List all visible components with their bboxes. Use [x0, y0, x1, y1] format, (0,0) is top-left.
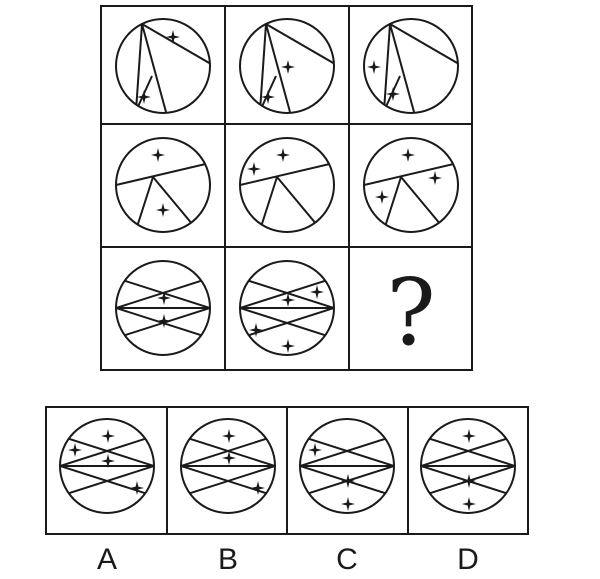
star-icon — [166, 30, 180, 44]
star-icon — [375, 190, 389, 204]
options-grid — [45, 406, 529, 535]
star-icon — [222, 429, 236, 443]
star-icon — [281, 339, 295, 353]
question-mark: ? — [386, 259, 435, 366]
star-icon — [462, 474, 476, 488]
star-icon — [308, 443, 322, 457]
matrix-grid — [100, 5, 473, 371]
cell-r3-c1-figure — [115, 260, 211, 356]
star-icon — [310, 285, 324, 299]
option-d-figure[interactable] — [420, 418, 516, 514]
star-icon — [276, 148, 290, 162]
cell-r2-c3-figure — [363, 137, 459, 233]
star-icon — [156, 203, 170, 217]
star-icon — [462, 429, 476, 443]
cell-r1-c2-figure — [239, 18, 335, 114]
cell-r1-c1-figure — [115, 18, 211, 114]
cell-r3-c2-figure — [239, 260, 335, 356]
star-icon — [341, 497, 355, 511]
star-icon — [428, 171, 442, 185]
star-icon — [462, 497, 476, 511]
star-icon — [157, 291, 171, 305]
star-icon — [247, 162, 261, 176]
star-icon — [68, 443, 82, 457]
star-icon — [386, 87, 400, 101]
star-icon — [281, 60, 295, 74]
star-icon — [101, 429, 115, 443]
cell-r2-c2-figure — [239, 137, 335, 233]
option-c-label[interactable]: C — [336, 543, 358, 576]
star-icon — [401, 148, 415, 162]
cell-r1-c3-figure — [363, 18, 459, 114]
option-d-label[interactable]: D — [457, 543, 479, 576]
star-icon — [151, 148, 165, 162]
option-b-figure[interactable] — [180, 418, 276, 514]
star-icon — [367, 60, 381, 74]
option-b-label[interactable]: B — [218, 543, 238, 576]
option-a-label[interactable]: A — [97, 543, 117, 576]
star-icon — [341, 474, 355, 488]
option-a-figure[interactable] — [59, 418, 155, 514]
option-c-figure[interactable] — [299, 418, 395, 514]
cell-r2-c1-figure — [115, 137, 211, 233]
